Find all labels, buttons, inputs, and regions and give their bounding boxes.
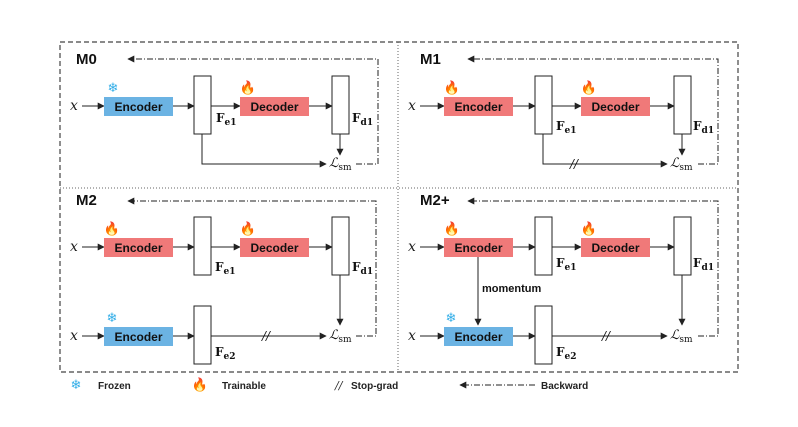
legend-backward: Backward <box>541 381 588 392</box>
feature-block-e1 <box>193 216 212 276</box>
flame-icon: 🔥 <box>581 80 597 95</box>
loss-label: ℒsm <box>329 328 352 345</box>
encoder-label: Encoder <box>454 241 502 255</box>
feature-label-d1: Fd1 <box>693 256 714 273</box>
encoder-label: Encoder <box>454 100 502 114</box>
momentum-label: momentum <box>482 283 542 295</box>
decoder-block <box>240 238 309 257</box>
feature-label-e2: Fe2 <box>556 345 577 362</box>
flame-icon: 🔥 <box>444 221 460 236</box>
input-x: x <box>408 239 416 255</box>
feature-block-e2 <box>534 305 553 365</box>
encoder-label: Encoder <box>454 330 502 344</box>
panel-m0: M0 x ❄ Encoder Fe1 🔥 Decoder Fd1 ℒsm <box>70 51 379 173</box>
input-x: x <box>70 239 78 255</box>
panel-title-m2: M2 <box>76 192 97 209</box>
flame-icon: 🔥 <box>240 80 256 95</box>
decoder-label: Decoder <box>591 241 639 255</box>
legend-stop-grad: Stop-grad <box>351 381 398 392</box>
encoder-label: Encoder <box>114 241 162 255</box>
encoder-block <box>104 238 173 257</box>
encoder-block <box>104 97 173 116</box>
feature-label-d1: Fd1 <box>352 260 373 277</box>
encoder-block <box>444 97 513 116</box>
decoder-block <box>581 97 650 116</box>
backward-path <box>467 55 719 165</box>
legend-trainable: Trainable <box>222 381 266 392</box>
feature-label-e1: Fe1 <box>556 119 577 136</box>
loss-label: ℒsm <box>670 328 693 345</box>
encoder-label: Encoder <box>114 100 162 114</box>
decoder-label: Decoder <box>250 100 298 114</box>
legend: ❄ Frozen 🔥 Trainable // Stop-grad Backwa… <box>71 377 589 392</box>
feature-block-d1 <box>673 216 692 276</box>
feature-block-d1 <box>331 216 350 276</box>
input-x: x <box>408 328 416 344</box>
feature-label-d1: Fd1 <box>352 111 373 128</box>
feature-block-e1 <box>534 75 553 135</box>
flame-icon: 🔥 <box>581 221 597 236</box>
backward-path <box>127 55 379 165</box>
snowflake-icon: ❄ <box>446 310 457 325</box>
outer-frame <box>59 41 739 373</box>
panel-title-m0: M0 <box>76 51 97 68</box>
stop-grad-mark: // <box>261 329 272 343</box>
decoder-block <box>581 238 650 257</box>
feature-block-e1 <box>193 75 212 135</box>
loss-label: ℒsm <box>670 156 693 173</box>
loss-label: ℒsm <box>329 156 352 173</box>
decoder-label: Decoder <box>250 241 298 255</box>
input-x: x <box>70 98 78 114</box>
flame-icon: 🔥 <box>104 221 120 236</box>
feature-label-e1: Fe1 <box>556 256 577 273</box>
snowflake-icon: ❄ <box>107 310 118 325</box>
feature-block-e2 <box>193 305 212 365</box>
legend-frozen: Frozen <box>98 381 131 392</box>
panel-m1: M1 x 🔥 Encoder Fe1 🔥 Decoder Fd1 // ℒsm <box>408 51 719 173</box>
flame-icon: 🔥 <box>192 377 208 392</box>
feature-block-e1 <box>534 216 553 276</box>
decoder-label: Decoder <box>591 100 639 114</box>
feature-label-e2: Fe2 <box>215 345 236 362</box>
flame-icon: 🔥 <box>444 80 460 95</box>
encoder-block-frozen <box>104 327 173 346</box>
feature-label-e1: Fe1 <box>215 260 236 277</box>
stop-grad-symbol: // <box>334 379 344 392</box>
flame-icon: 🔥 <box>240 221 256 236</box>
feature-block-d1 <box>673 75 692 135</box>
snowflake-icon: ❄ <box>71 377 82 392</box>
stop-grad-mark: // <box>601 329 612 343</box>
feature-label-e1: Fe1 <box>216 111 237 128</box>
feature-block-d1 <box>331 75 350 135</box>
panel-m2-plus: M2+ x 🔥 Encoder Fe1 🔥 Decoder Fd1 moment… <box>408 192 719 365</box>
backward-path <box>467 197 719 337</box>
panel-title-m2-plus: M2+ <box>420 192 450 209</box>
feature-label-d1: Fd1 <box>693 119 714 136</box>
panel-title-m1: M1 <box>420 51 441 68</box>
snowflake-icon: ❄ <box>108 80 119 95</box>
decoder-block <box>240 97 309 116</box>
input-x: x <box>408 98 416 114</box>
stop-grad-mark: // <box>569 157 580 171</box>
backward-path <box>127 197 377 337</box>
encoder-block-momentum <box>444 327 513 346</box>
encoder-block <box>444 238 513 257</box>
panel-m2: M2 x 🔥 Encoder Fe1 🔥 Decoder Fd1 x ❄ Enc… <box>70 192 377 365</box>
input-x: x <box>70 328 78 344</box>
encoder-label: Encoder <box>114 330 162 344</box>
